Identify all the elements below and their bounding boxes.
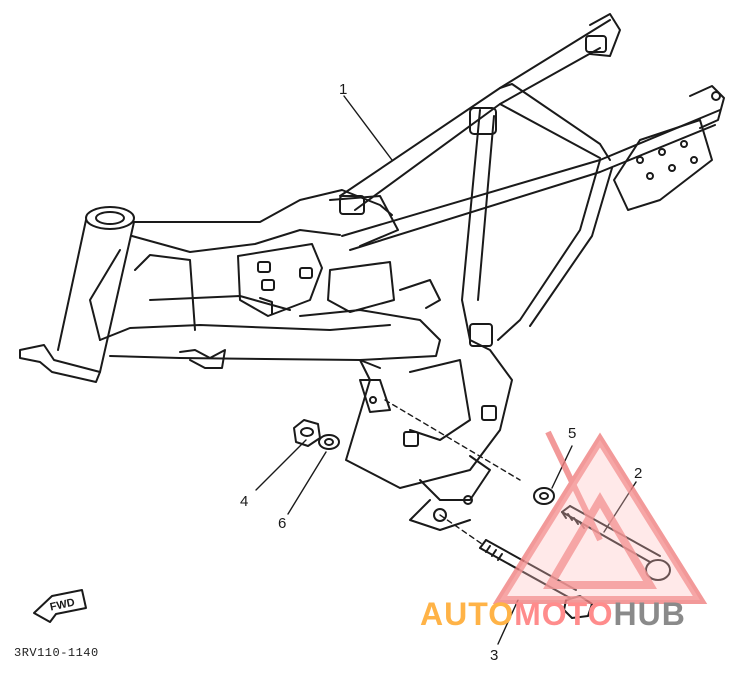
- watermark-hub: HUB: [613, 596, 686, 632]
- watermark-triangle-icon: [492, 430, 708, 604]
- watermark-fill: [500, 440, 700, 600]
- alignment-lines: [384, 399, 521, 545]
- watermark-moto: MOTO: [514, 596, 614, 632]
- watermark-auto: AUTO: [420, 596, 515, 632]
- fwd-arrow-icon: [33, 589, 87, 623]
- steering-head: [19, 206, 135, 383]
- part-code: 3RV110-1140: [14, 646, 99, 660]
- callout-5: 5: [568, 425, 577, 442]
- callout-6: 6: [278, 515, 287, 532]
- callout-4: 4: [240, 493, 249, 510]
- callout-1: 1: [339, 81, 348, 98]
- callout-3: 3: [490, 647, 499, 664]
- fwd-label: FWD: [49, 597, 76, 614]
- callout-2: 2: [634, 465, 643, 482]
- main-frame: [89, 13, 725, 531]
- watermark-logo: AUTOMOTOHUB: [420, 596, 686, 633]
